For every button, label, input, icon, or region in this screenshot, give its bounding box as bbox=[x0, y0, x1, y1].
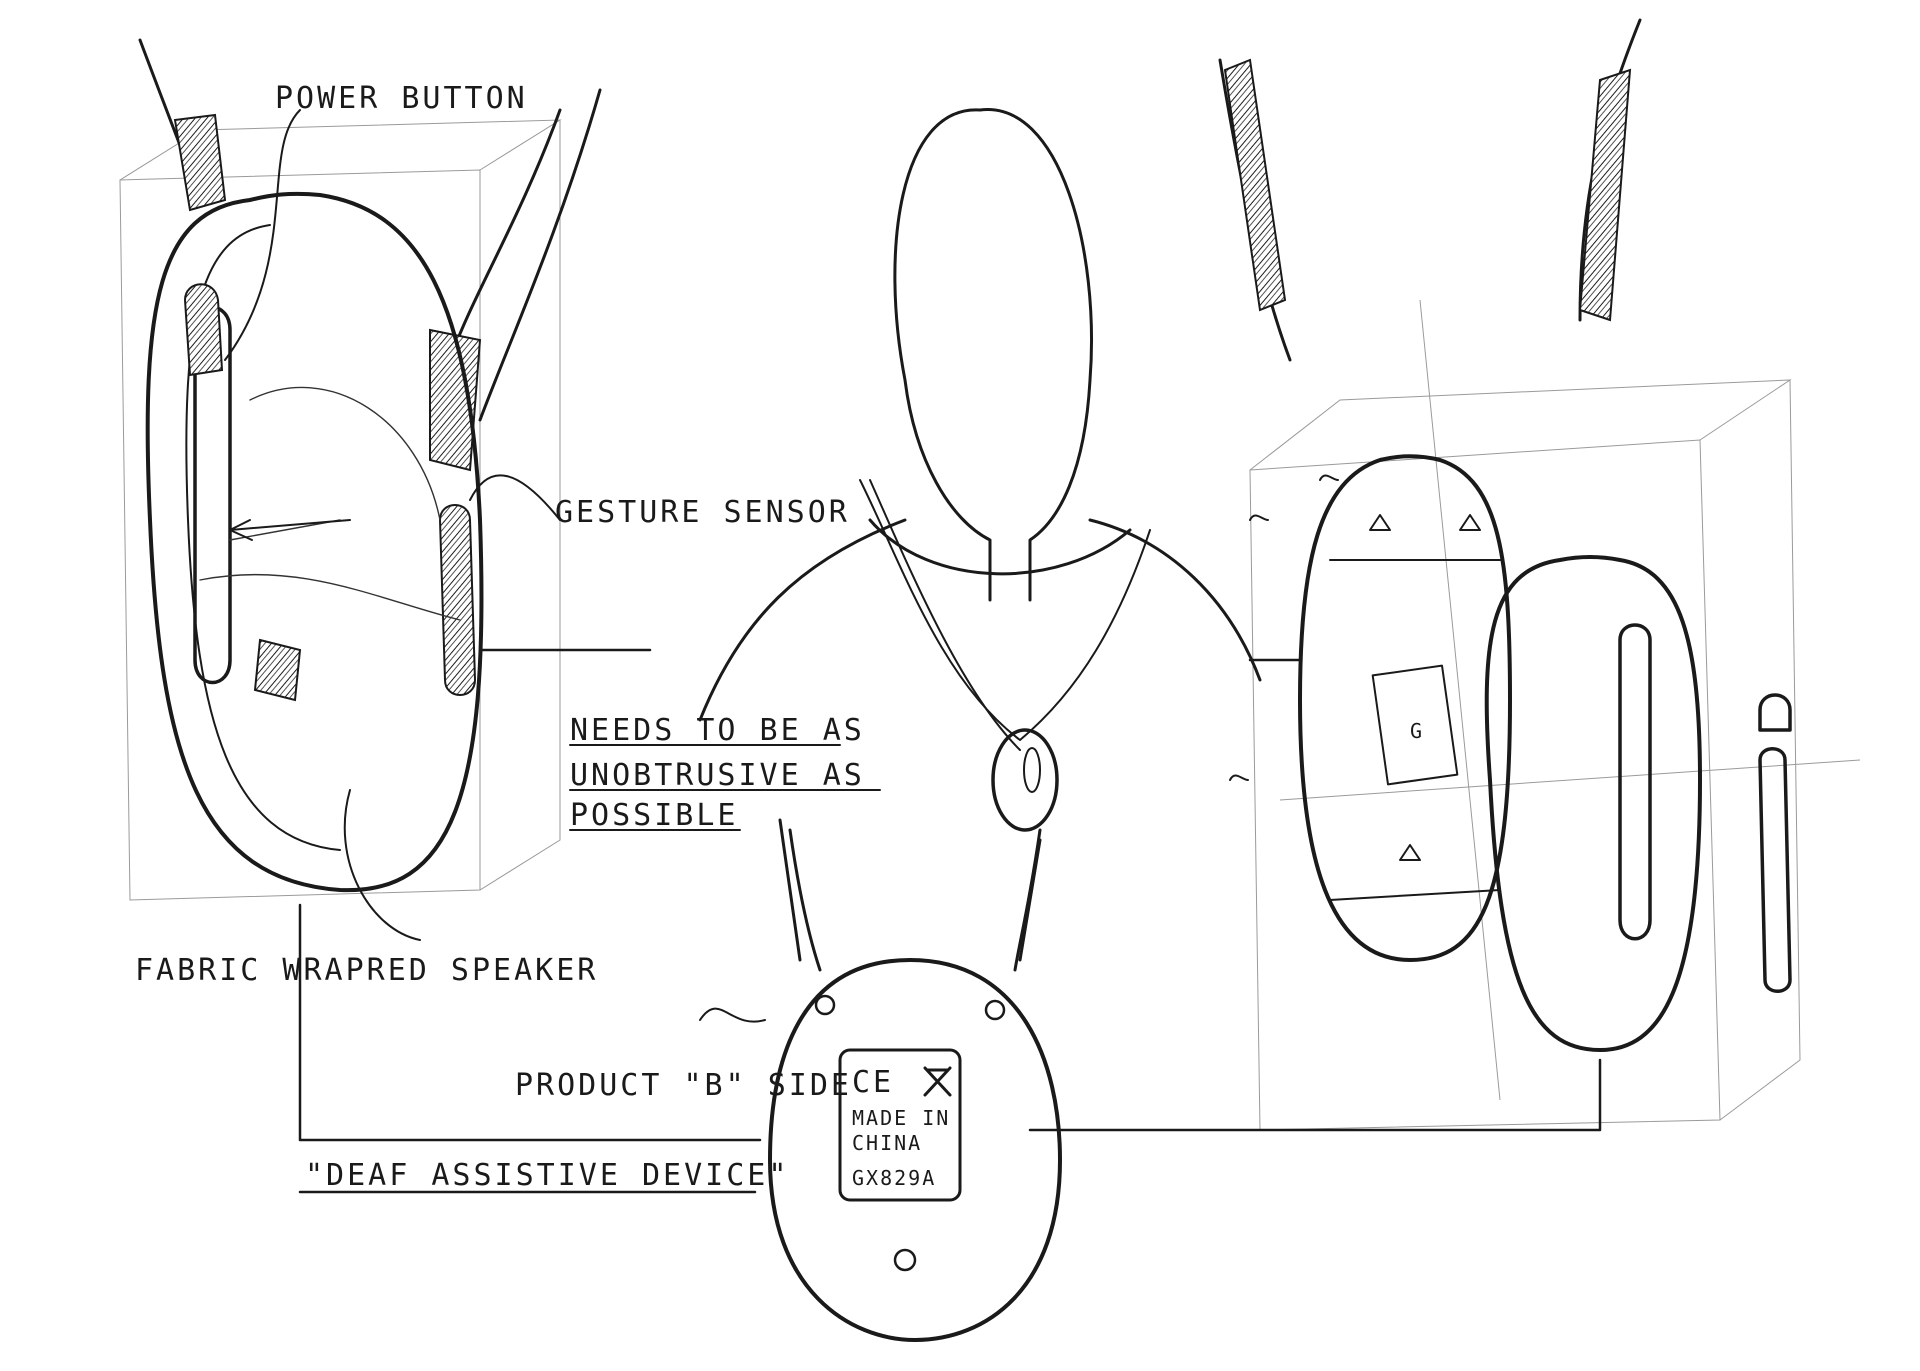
mannequin-sketch bbox=[698, 108, 1262, 962]
product-b-side-label: PRODUCT "B" SIDE bbox=[515, 1068, 852, 1103]
country-text: CHINA bbox=[852, 1131, 922, 1155]
ce-mark: CE bbox=[852, 1065, 894, 1100]
note-line-3: POSSIBLE bbox=[570, 798, 739, 833]
exploded-device-sketch bbox=[1218, 18, 1792, 1052]
circuit-board-letter: G bbox=[1410, 719, 1424, 743]
frame-lines bbox=[298, 648, 1602, 1142]
model-number-text: GX829A bbox=[852, 1166, 936, 1190]
made-in-text: MADE IN bbox=[852, 1106, 950, 1130]
back-device-sketch bbox=[699, 828, 1062, 1342]
perspective-guides bbox=[119, 119, 1861, 1131]
device-title: "DEAF ASSISTIVE DEVICE" bbox=[305, 1158, 789, 1193]
annotation-labels: POWER BUTTON GESTURE SENSOR FABRIC WRAPR… bbox=[135, 81, 881, 1194]
front-device-sketch bbox=[138, 38, 602, 941]
back-label-text: CE MADE IN CHINA GX829A G bbox=[852, 719, 1424, 1190]
note-line-1: NEEDS TO BE AS bbox=[570, 713, 865, 748]
note-line-2: UNOBTRUSIVE AS bbox=[570, 758, 865, 793]
power-button-label: POWER BUTTON bbox=[275, 81, 528, 116]
fabric-speaker-label: FABRIC WRAPRED SPEAKER bbox=[135, 953, 598, 988]
weee-bin-icon bbox=[923, 1066, 952, 1097]
gesture-sensor-label: GESTURE SENSOR bbox=[555, 495, 850, 530]
